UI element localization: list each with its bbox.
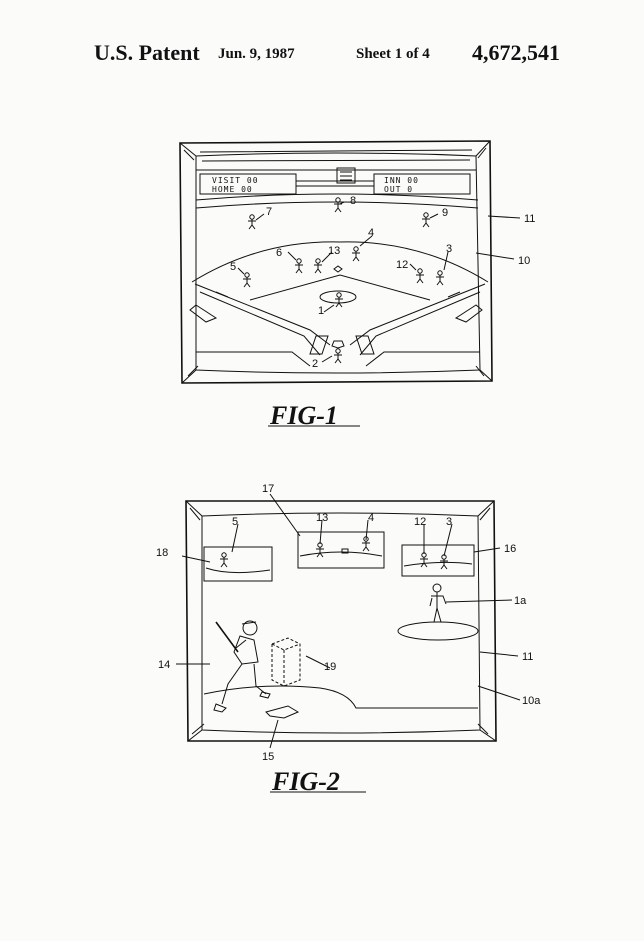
fig2-pitcher [429, 583, 447, 623]
fig2-inset-right [401, 544, 475, 577]
fig2-label-19: 19 [324, 661, 336, 673]
fig1-label-7: 7 [266, 206, 272, 218]
fig1-pitcher-mound [319, 290, 357, 304]
patent-number: 4,672,541 [472, 40, 560, 65]
sheet-number: Sheet 1 of 4 [356, 46, 430, 62]
fig2-label-18: 18 [156, 547, 168, 559]
fig2-label-17: 17 [262, 483, 274, 495]
fig1-score-visit: VISIT 00 [212, 176, 259, 185]
fig2-batter [213, 620, 271, 713]
fig1-label-8: 8 [350, 195, 356, 207]
fig1-score-outs: OUT 0 [384, 185, 413, 194]
fig1-score-inning: INN 00 [384, 176, 419, 185]
fig2-home-plate [265, 705, 300, 719]
fig2-inset-left [203, 546, 273, 582]
fig1-label-5: 5 [230, 261, 236, 273]
fig2-caption: FIG-2 [271, 767, 340, 796]
fig2-screen [201, 512, 481, 734]
patent-date: Jun. 9, 1987 [218, 46, 295, 62]
fig1-label-2: 2 [312, 358, 318, 370]
fig1-label-6: 6 [276, 247, 282, 259]
fig2-label-4: 4 [368, 512, 374, 524]
fig2-label-11: 11 [522, 651, 533, 663]
fig2-label-12: 12 [414, 516, 426, 528]
fig1-center-emblem [336, 167, 356, 184]
fig1-score-home: HOME 00 [212, 185, 253, 194]
fig2-label-1a: 1a [514, 595, 527, 607]
fig2-label-14: 14 [158, 659, 170, 671]
fig1-label-11: 11 [524, 213, 535, 225]
fig1-label-9: 9 [442, 207, 448, 219]
fig1-label-10: 10 [518, 255, 530, 267]
fig1-label-13: 13 [328, 245, 340, 257]
fig1-infield-arc [191, 241, 489, 283]
fig2-label-15: 15 [262, 751, 274, 763]
fig2-strike-zone [271, 637, 301, 687]
fig1-label-3: 3 [446, 243, 452, 255]
patent-label: U.S. Patent [94, 40, 200, 65]
fig1-drawing: VISIT 00 HOME 00 INN 00 OUT 0 [179, 140, 535, 430]
fig2-label-3: 3 [446, 516, 452, 528]
fig1-label-1: 1 [318, 305, 324, 317]
fig2-label-10a: 10a [522, 695, 541, 707]
fig2-label-13: 13 [316, 512, 328, 524]
fig1-caption: FIG-1 [269, 401, 338, 430]
fig2-inset-center [297, 531, 385, 569]
fig2-pitcher-mound [397, 621, 479, 641]
fig2-label-16: 16 [504, 543, 516, 555]
fig2-drawing: 3 4 5 10a 11 12 13 14 15 16 17 18 19 1a … [156, 483, 541, 796]
patent-header: U.S. Patent Jun. 9, 1987 Sheet 1 of 4 4,… [0, 40, 644, 74]
fig1-label-4: 4 [368, 227, 374, 239]
fig2-monitor-frame [185, 500, 497, 742]
fig1-label-12: 12 [396, 259, 408, 271]
fig2-label-5: 5 [232, 516, 238, 528]
